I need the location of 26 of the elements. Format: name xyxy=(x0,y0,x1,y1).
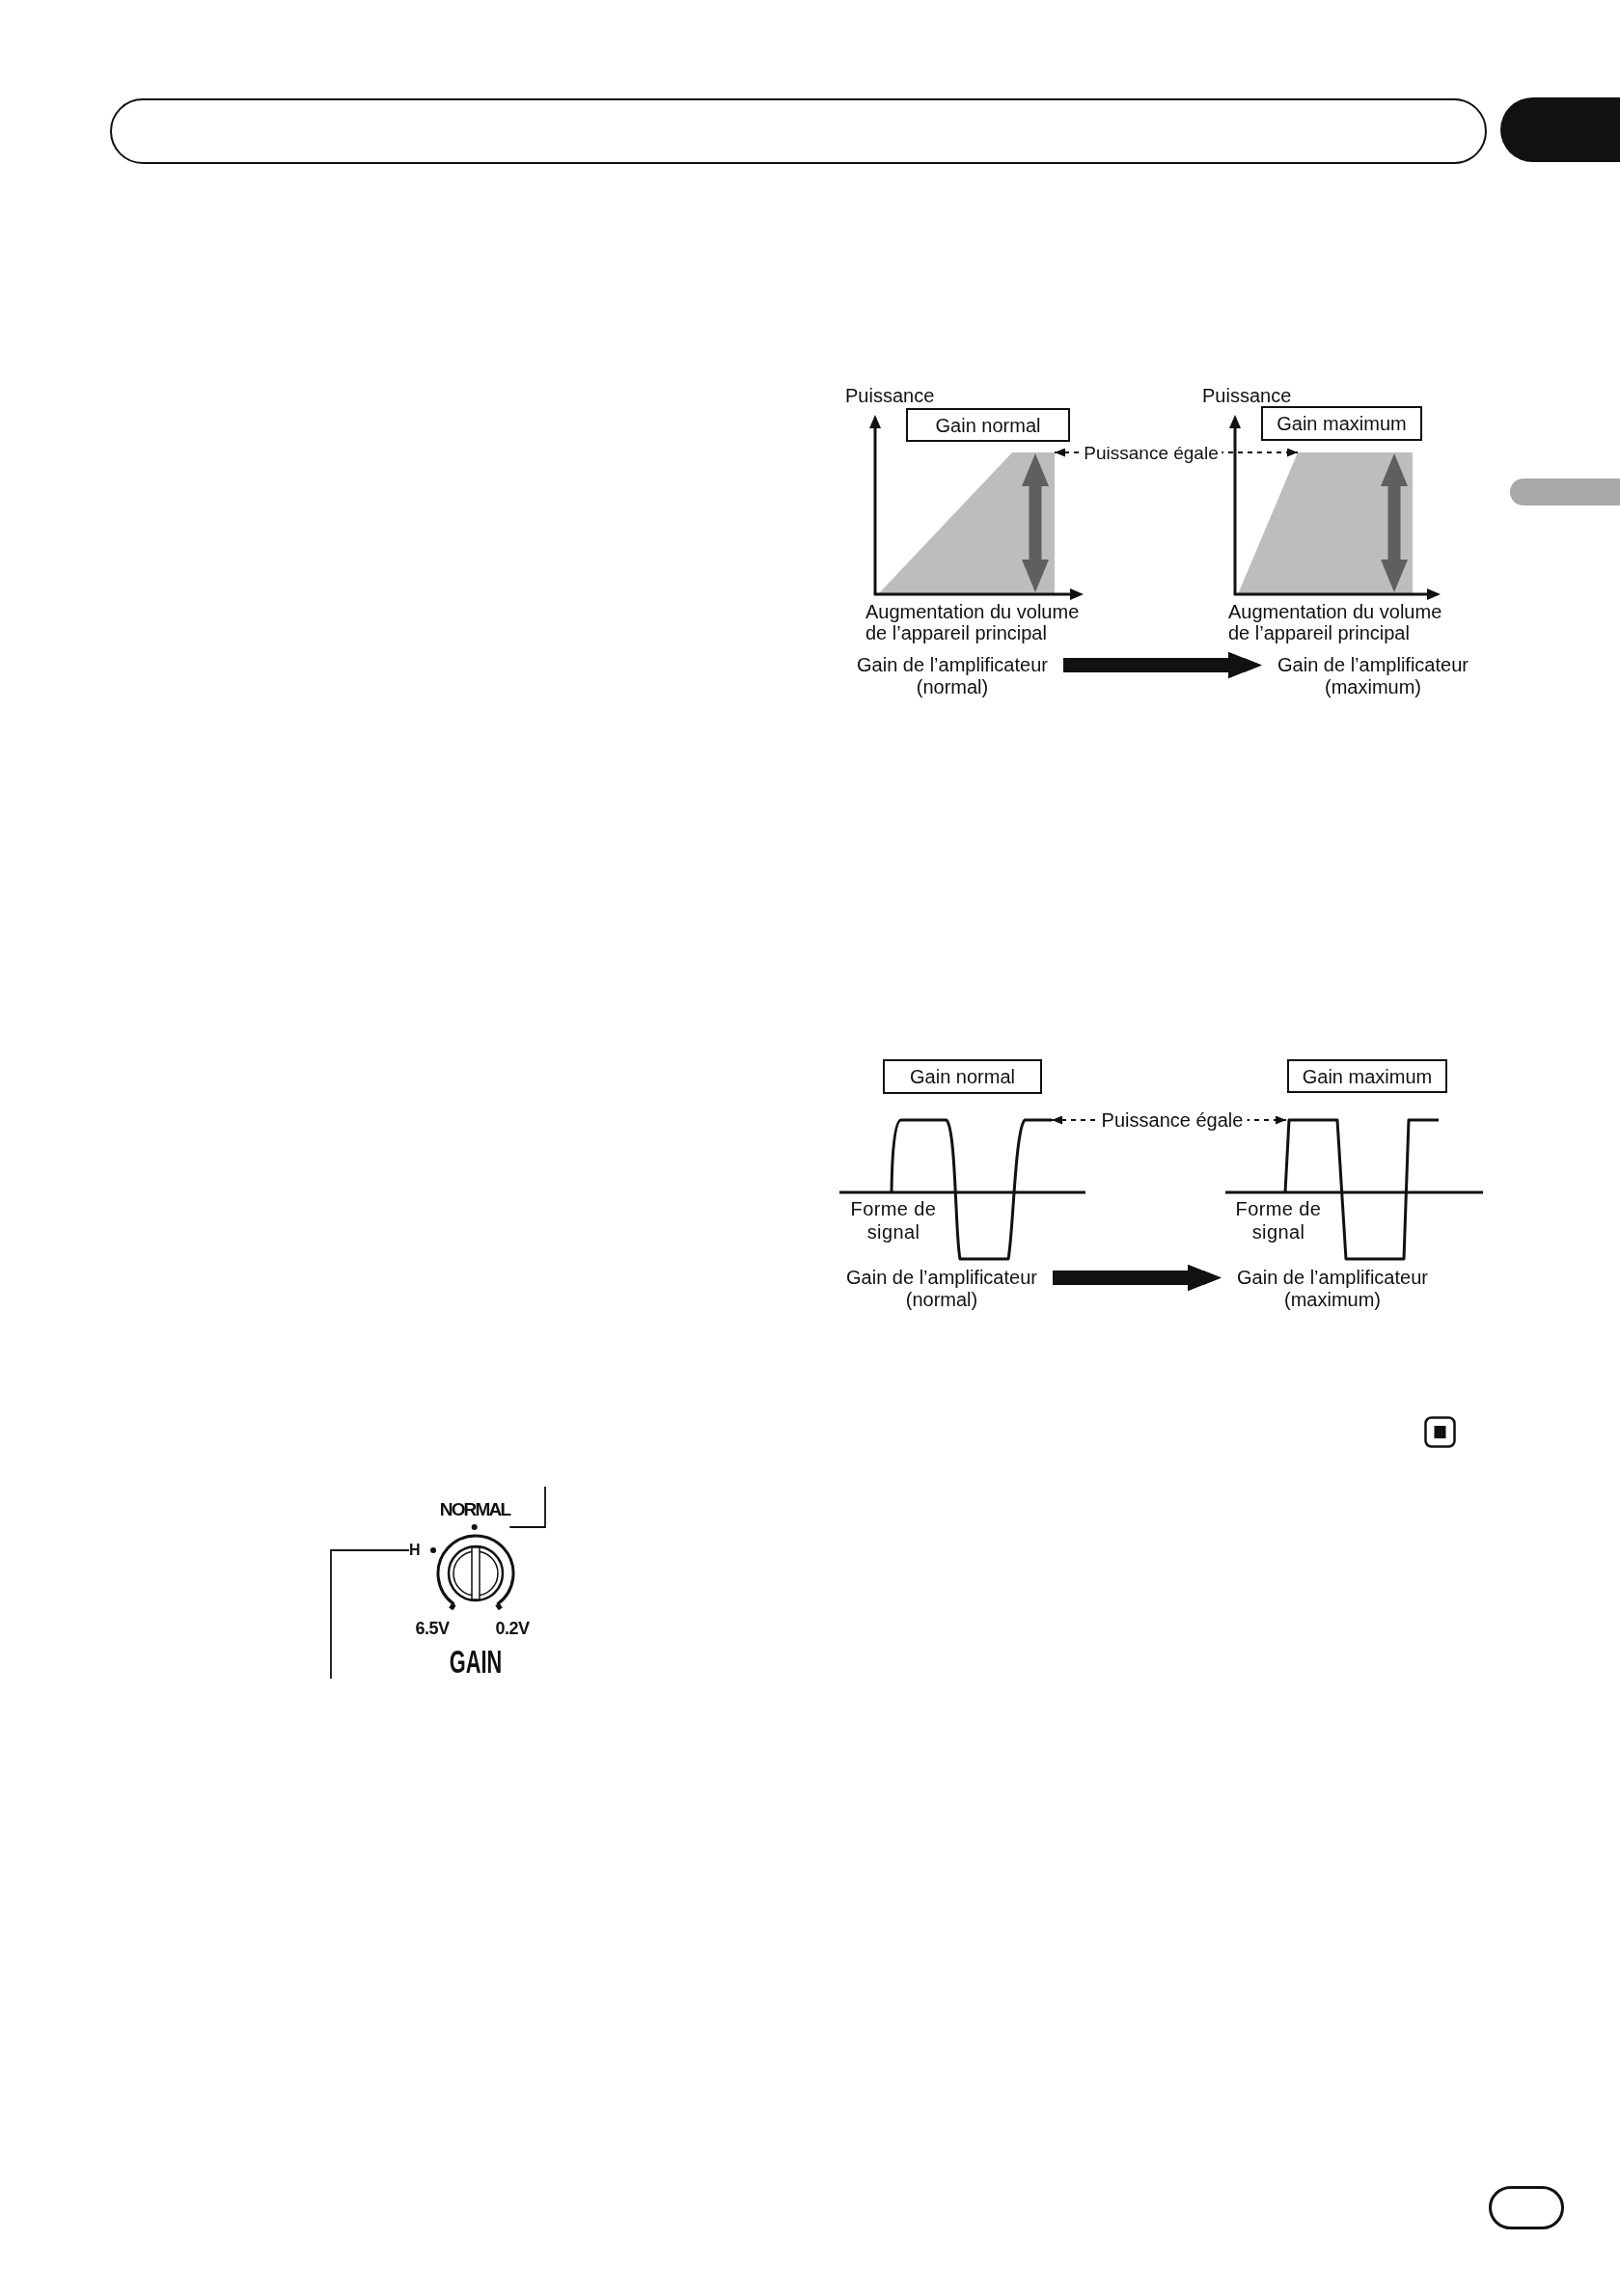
shaded-area xyxy=(1238,452,1413,594)
signal-label: Forme de signal xyxy=(849,1197,938,1244)
title-box: Gain normal xyxy=(883,1059,1042,1094)
leader-line xyxy=(508,1486,546,1528)
scale-label: 0.2V xyxy=(495,1620,530,1637)
gain-label: Gain de l’amplificateur (normal) xyxy=(844,654,1060,698)
signal-label: Forme de signal xyxy=(1234,1197,1323,1244)
knob-title: GAIN xyxy=(449,1646,503,1678)
position-label: H xyxy=(409,1543,421,1558)
side-tab xyxy=(1510,478,1620,506)
axis-label: Augmentation du volume de l’appareil principal xyxy=(865,601,1081,643)
gain-label: Gain de l’amplificateur (normal) xyxy=(834,1267,1050,1311)
scale-label: 6.5V xyxy=(415,1620,450,1637)
title-box: Gain normal xyxy=(906,408,1070,442)
position-label: NORMAL xyxy=(439,1500,510,1518)
block-arrow xyxy=(1053,1264,1222,1292)
axis-label: Puissance xyxy=(1202,385,1292,406)
axis-label: Augmentation du volume de l’appareil principal xyxy=(1228,601,1443,643)
axis-label: Puissance xyxy=(845,385,935,406)
block-arrow xyxy=(1063,651,1262,679)
section-tab xyxy=(1500,97,1620,162)
title-box: Gain maximum xyxy=(1287,1059,1447,1093)
gain-label: Gain de l’amplificateur (maximum) xyxy=(1224,1267,1441,1311)
leader-line xyxy=(330,1549,410,1680)
gain-label: Gain de l’amplificateur (maximum) xyxy=(1265,654,1481,698)
title-box: Gain maximum xyxy=(1261,406,1422,441)
